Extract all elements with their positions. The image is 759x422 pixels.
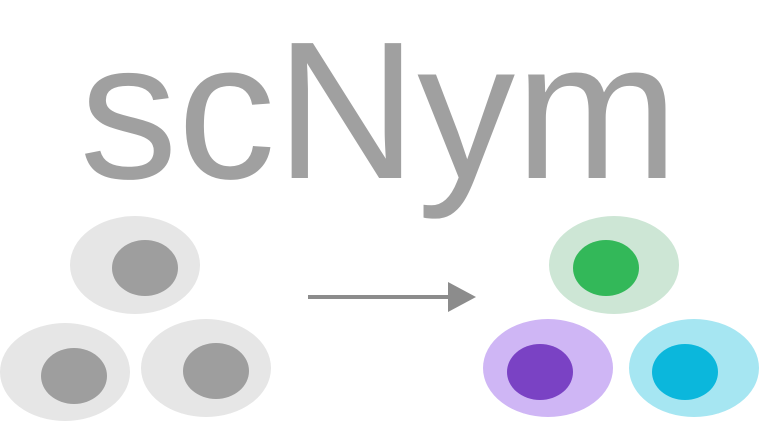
cell-nucleus (41, 348, 107, 404)
cell-nucleus (573, 240, 639, 296)
unlabeled-cells (0, 216, 271, 421)
arrow-right-icon (308, 282, 476, 312)
logo-title: scNym (80, 1, 679, 220)
labeled-cells (483, 216, 759, 417)
unlabeled-cell-top (70, 216, 200, 314)
unlabeled-cell-bottom-left (0, 323, 130, 421)
green-cell-icon (549, 216, 679, 314)
cell-nucleus (507, 344, 573, 400)
cell-nucleus (112, 240, 178, 296)
cell-nucleus (652, 344, 718, 400)
cyan-cell-icon (629, 319, 759, 417)
purple-cell-icon (483, 319, 613, 417)
cell-nucleus (183, 343, 249, 399)
unlabeled-cell-bottom-right (141, 319, 271, 417)
